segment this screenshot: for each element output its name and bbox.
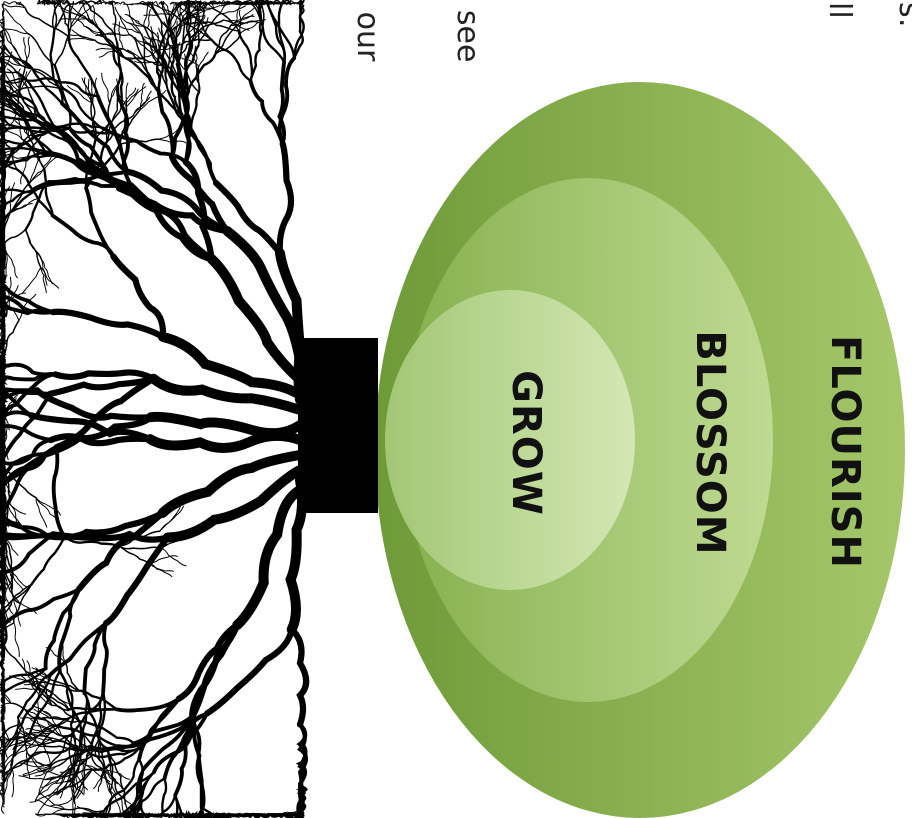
cut-off-text-2: ll — [822, 2, 857, 19]
tree-branch — [54, 447, 65, 536]
tree-branch — [53, 534, 168, 540]
cut-off-text-1: s: — [892, 2, 912, 28]
tree-branch — [292, 630, 306, 725]
tree-branch — [150, 564, 173, 572]
tree-branch — [151, 417, 300, 433]
tree-branch — [250, 81, 282, 144]
ring-label-blossom: BLOSSOM — [687, 330, 733, 555]
tree-branch — [14, 623, 19, 657]
tree-branch — [161, 548, 186, 566]
tree-branch — [4, 320, 19, 358]
tree-branch — [4, 584, 32, 607]
tree-branch — [1, 703, 11, 707]
tree-branch — [53, 216, 114, 257]
tree-branch — [270, 9, 285, 62]
tree-branch — [23, 268, 41, 293]
ring-label-grow: GROW — [503, 370, 549, 516]
tree-branch — [150, 436, 300, 448]
cut-off-text-4: ; our — [350, 0, 385, 62]
tree-branch — [6, 251, 18, 277]
tree-branch — [119, 546, 161, 549]
tree-branch — [239, 31, 252, 81]
tree-branch — [56, 372, 154, 378]
tree-branch — [102, 73, 110, 103]
tree-branch — [86, 188, 113, 257]
tree-trunk — [298, 338, 378, 513]
tree-branch — [68, 708, 117, 710]
tree-branch — [79, 513, 162, 589]
tree-branch — [11, 703, 52, 725]
cut-off-text-group: s: ll l see ; our — [350, 0, 912, 62]
tree-branch — [103, 623, 107, 692]
tree-branch — [50, 623, 106, 675]
tree-branch — [85, 17, 114, 48]
tree-branch — [5, 394, 50, 455]
tree-branch — [69, 37, 98, 96]
tree-branch — [126, 83, 128, 107]
tree-branch — [280, 144, 291, 253]
tree-branch — [115, 7, 129, 34]
tree-branch — [150, 564, 172, 577]
tree-branch — [147, 9, 150, 28]
tree-branch — [216, 183, 280, 253]
tree-branch — [65, 808, 105, 812]
ring-label-flourish: FLOURISH — [822, 335, 868, 569]
tree-branch — [32, 537, 65, 585]
tree-branch — [53, 312, 163, 337]
tree-branch — [0, 418, 51, 440]
tree-branch — [0, 770, 4, 774]
cut-off-text-3: l see — [450, 0, 485, 62]
tree-branches — [0, 0, 306, 818]
tree-branch — [250, 34, 261, 81]
tree-branch — [25, 8, 69, 37]
tree-branch — [191, 92, 199, 129]
